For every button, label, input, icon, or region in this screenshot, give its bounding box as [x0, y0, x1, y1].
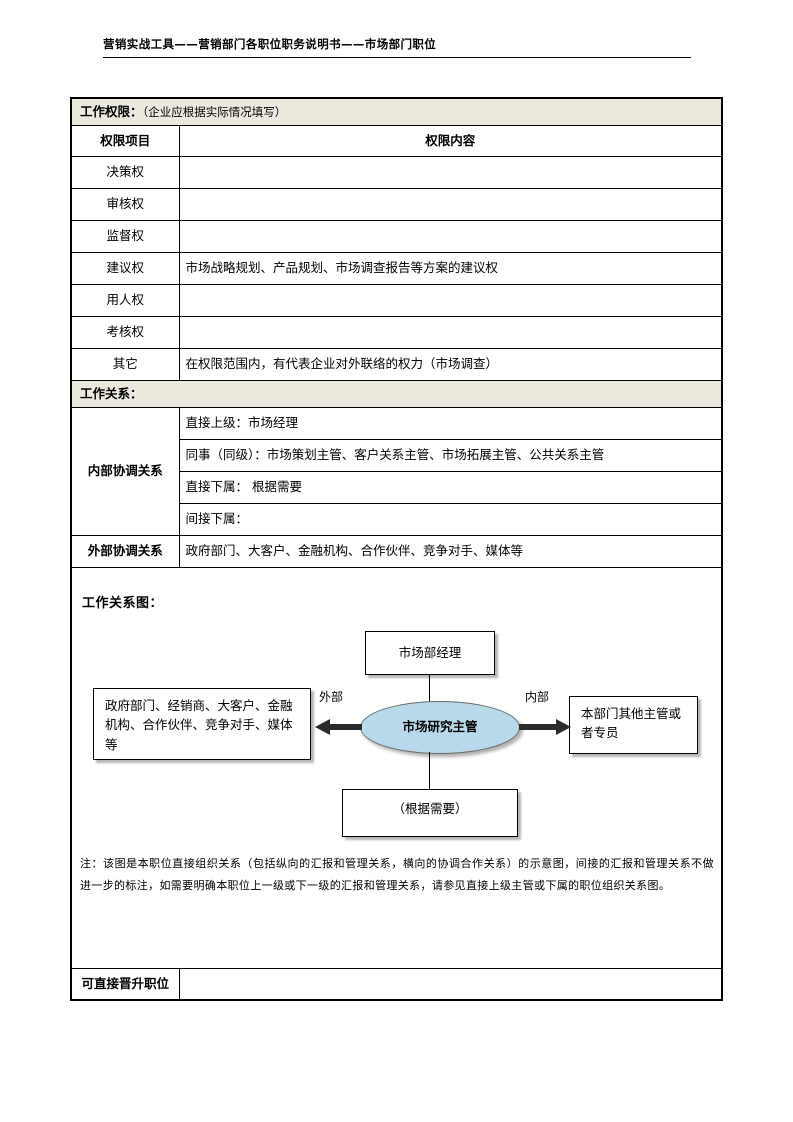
diagram-connector-bottom	[429, 752, 431, 790]
authority-item-label: 建议权	[70, 252, 180, 285]
promotion-label: 可直接晋升职位	[70, 968, 180, 1001]
diagram-note: 注：该图是本职位直接组织关系（包括纵向的汇报和管理关系，横向的协调合作关系）的示…	[80, 857, 714, 892]
relations-band-row: 工作关系：	[70, 380, 723, 408]
authority-band-cell: 工作权限：（企业应根据实际情况填写）	[70, 97, 723, 126]
authority-band-row: 工作权限：（企业应根据实际情况填写）	[70, 97, 723, 126]
relations-band-title: 工作关系：	[70, 380, 723, 408]
authority-item-value[interactable]	[178, 220, 723, 253]
internal-relation-value[interactable]: 间接下属：	[178, 503, 723, 536]
authority-item-value[interactable]: 在权限范围内，有代表企业对外联络的权力（市场调查）	[178, 348, 723, 381]
authority-item-value[interactable]	[178, 284, 723, 317]
authority-item-value[interactable]: 市场战略规划、产品规划、市场调查报告等方案的建议权	[178, 252, 723, 285]
diagram-node-external[interactable]: 政府部门、经销商、大客户、金融机构、合作伙伴、竞争对手、媒体等	[93, 688, 311, 760]
diagram-row: 工作关系图： 市场部经理 政府部门、经销商、大客户、金融机构、合作伙伴、竞争对手…	[70, 567, 723, 969]
relationship-diagram-cell: 工作关系图： 市场部经理 政府部门、经销商、大客户、金融机构、合作伙伴、竞争对手…	[70, 567, 723, 969]
promotion-value[interactable]	[178, 968, 723, 1001]
authority-band-title: 工作权限：	[80, 103, 143, 119]
authority-item-label: 其它	[70, 348, 180, 381]
diagram-edge-label-external: 外部	[319, 690, 344, 704]
diagram-connector-top	[429, 675, 431, 703]
authority-item-value[interactable]	[178, 188, 723, 221]
arrow-left-icon	[315, 719, 362, 735]
authority-item-label: 决策权	[70, 156, 180, 189]
authority-item-label: 监督权	[70, 220, 180, 253]
authority-item-value[interactable]	[178, 156, 723, 189]
diagram-node-center[interactable]: 市场研究主管	[360, 701, 520, 754]
internal-relation-value[interactable]: 同事（同级）：市场策划主管、客户关系主管、市场拓展主管、公共关系主管	[178, 439, 723, 472]
authority-item-label: 考核权	[70, 316, 180, 349]
table-row: 决策权	[70, 156, 723, 189]
authority-item-label: 用人权	[70, 284, 180, 317]
table-row: 建议权 市场战略规划、产品规划、市场调查报告等方案的建议权	[70, 252, 723, 285]
diagram-node-internal[interactable]: 本部门其他主管或者专员	[569, 696, 698, 754]
job-description-table: 工作权限：（企业应根据实际情况填写） 权限项目 权限内容 决策权 审核权 监督权…	[70, 97, 723, 1001]
table-row: 用人权	[70, 284, 723, 317]
table-row: 审核权	[70, 188, 723, 221]
diagram-edge-label-internal: 内部	[525, 690, 550, 704]
table-row: 其它 在权限范围内，有代表企业对外联络的权力（市场调查）	[70, 348, 723, 381]
diagram-node-subordinate-label: （根据需要）	[392, 801, 468, 816]
authority-col-item-header: 权限项目	[70, 125, 180, 157]
table-row: 监督权	[70, 220, 723, 253]
arrow-right-icon	[519, 719, 571, 735]
table-row: 外部协调关系 政府部门、大客户、金融机构、合作伙伴、竞争对手、媒体等	[70, 535, 723, 568]
diagram-node-manager[interactable]: 市场部经理	[365, 631, 495, 675]
table-row: 考核权	[70, 316, 723, 349]
table-row: 内部协调关系 直接上级：市场经理	[70, 407, 723, 536]
document-running-header: 营销实战工具——营销部门各职位职务说明书——市场部门职位	[103, 36, 691, 58]
authority-item-label: 审核权	[70, 188, 180, 221]
external-relations-label: 外部协调关系	[70, 535, 180, 568]
internal-relations-label: 内部协调关系	[70, 407, 180, 536]
authority-band-note: （企业应根据实际情况填写）	[142, 104, 287, 119]
authority-item-value[interactable]	[178, 316, 723, 349]
diagram-node-subordinate[interactable]: （根据需要）	[342, 789, 518, 837]
external-relations-value[interactable]: 政府部门、大客户、金融机构、合作伙伴、竞争对手、媒体等	[178, 535, 723, 568]
table-row: 直接下属： 根据需要	[71, 471, 723, 504]
internal-relation-value[interactable]: 直接下属： 根据需要	[178, 471, 723, 504]
authority-col-content-header: 权限内容	[178, 125, 723, 157]
authority-header-row: 权限项目 权限内容	[70, 125, 723, 157]
table-row: 同事（同级）：市场策划主管、客户关系主管、市场拓展主管、公共关系主管	[71, 439, 723, 472]
promotion-row: 可直接晋升职位	[70, 968, 723, 1001]
internal-relation-value[interactable]: 直接上级：市场经理	[178, 407, 723, 440]
diagram-title: 工作关系图：	[82, 596, 164, 611]
relationship-diagram: 工作关系图： 市场部经理 政府部门、经销商、大客户、金融机构、合作伙伴、竞争对手…	[72, 568, 723, 968]
